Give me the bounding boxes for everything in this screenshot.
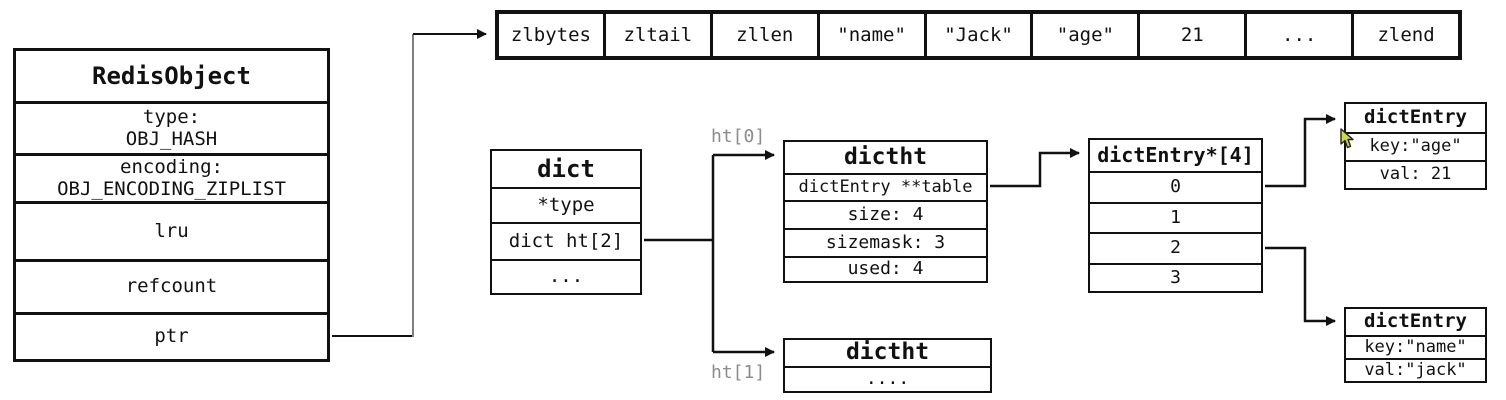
dict-row-ht: dict ht[2] — [492, 222, 640, 259]
dict-entry-age-title: dictEntry — [1364, 106, 1467, 129]
dictht-top-title: dictht — [843, 143, 928, 170]
ht1-label: ht[1] — [711, 362, 766, 383]
ziplist-cell-jack: "Jack" — [923, 14, 1031, 56]
dict-entry-age-val: val: 21 — [1346, 160, 1485, 188]
table-to-entry-array-arrow — [990, 148, 1080, 188]
dict-entry-slot-2: 2 — [1090, 232, 1261, 263]
dict-title: dict — [537, 154, 595, 183]
dictht-bottom-title: dictht — [845, 339, 930, 366]
ziplist-cell-zllen: zllen — [709, 14, 817, 56]
dict-entry-age-box: dictEntry key:"age" val: 21 — [1344, 102, 1487, 190]
dictht-row-used: used: 4 — [785, 256, 986, 281]
ziplist-box: zlbytes zltail zllen "name" "Jack" "age"… — [495, 10, 1462, 60]
dictht-bottom-ellipsis: .... — [785, 366, 990, 391]
dictht-bottom-box: dictht .... — [783, 338, 992, 393]
field-type-label: type: — [142, 106, 201, 129]
field-encoding-value: OBJ_ENCODING_ZIPLIST — [57, 177, 286, 200]
slot0-to-entry-arrow — [1265, 114, 1336, 188]
dict-entry-name-key: key:"name" — [1346, 335, 1485, 358]
redis-object-field-lru: lru — [16, 201, 327, 259]
dict-entry-name-box: dictEntry key:"name" val:"jack" — [1344, 307, 1487, 383]
dict-box: dict *type dict ht[2] ... — [490, 149, 642, 295]
dict-entry-name-val: val:"jack" — [1346, 358, 1485, 381]
dict-entry-slot-1: 1 — [1090, 202, 1261, 232]
dict-entry-age-key: key:"age" — [1346, 132, 1485, 160]
dict-entry-array-box: dictEntry*[4] 0 1 2 3 — [1088, 138, 1263, 293]
ziplist-cell-age: "age" — [1030, 14, 1137, 56]
redis-object-field-encoding: encoding: OBJ_ENCODING_ZIPLIST — [16, 153, 327, 201]
field-encoding-label: encoding: — [120, 156, 223, 179]
dictht-row-size: size: 4 — [785, 200, 986, 228]
dict-row-type: *type — [492, 187, 640, 222]
redis-object-title: RedisObject — [92, 61, 251, 90]
ziplist-cell-zltail: zltail — [602, 14, 710, 56]
dictht-row-sizemask: sizemask: 3 — [785, 228, 986, 256]
ziplist-cell-name: "name" — [816, 14, 924, 56]
dict-row-ellipsis: ... — [492, 259, 640, 293]
ziplist-cell-zlbytes: zlbytes — [510, 24, 591, 46]
dict-entry-name-title: dictEntry — [1364, 310, 1467, 333]
dict-entry-slot-3: 3 — [1090, 263, 1261, 291]
dictht-top-box: dictht dictEntry **table size: 4 sizemas… — [783, 140, 988, 283]
redis-object-box: RedisObject type: OBJ_HASH encoding: OBJ… — [13, 48, 330, 362]
slot2-to-entry-arrow — [1265, 246, 1336, 326]
redis-object-field-ptr: ptr — [16, 312, 327, 359]
dict-entry-array-title: dictEntry*[4] — [1097, 143, 1254, 168]
redis-object-field-refcount: refcount — [16, 259, 327, 312]
dictht-row-table: dictEntry **table — [785, 173, 986, 200]
ziplist-cell-zlend: zlend — [1351, 14, 1458, 56]
ht0-label: ht[0] — [711, 126, 766, 147]
dict-entry-slot-0: 0 — [1090, 171, 1261, 202]
ziplist-cell-21: 21 — [1137, 14, 1244, 56]
field-type-value: OBJ_HASH — [125, 127, 218, 150]
redis-object-field-type: type: OBJ_HASH — [16, 101, 327, 153]
ziplist-cell-ellipsis: ... — [1244, 14, 1351, 56]
